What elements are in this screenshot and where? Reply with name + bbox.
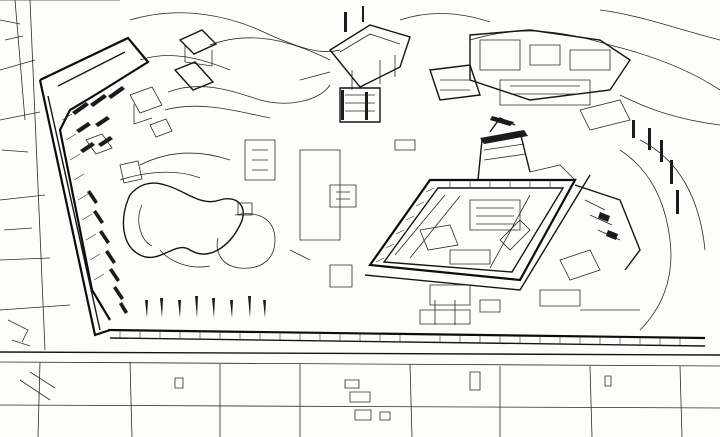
south-tree-line	[145, 296, 266, 318]
northern-hills	[0, 0, 720, 126]
western-district	[0, 0, 71, 351]
south-boundary-wall	[107, 328, 706, 347]
garden-pond	[119, 139, 276, 269]
castle-keep	[469, 116, 576, 231]
central-west-blocks	[289, 139, 416, 288]
western-outer-wall	[38, 36, 150, 337]
east-ramparts	[539, 139, 706, 331]
inner-buildings	[419, 219, 531, 325]
northeast-compound	[429, 29, 679, 214]
northwest-compound	[85, 29, 331, 184]
north-temple-compound	[299, 6, 411, 123]
west-tree-rows	[72, 86, 128, 314]
southern-street-grid	[0, 351, 720, 437]
inner-castle-enclosure	[364, 174, 591, 291]
